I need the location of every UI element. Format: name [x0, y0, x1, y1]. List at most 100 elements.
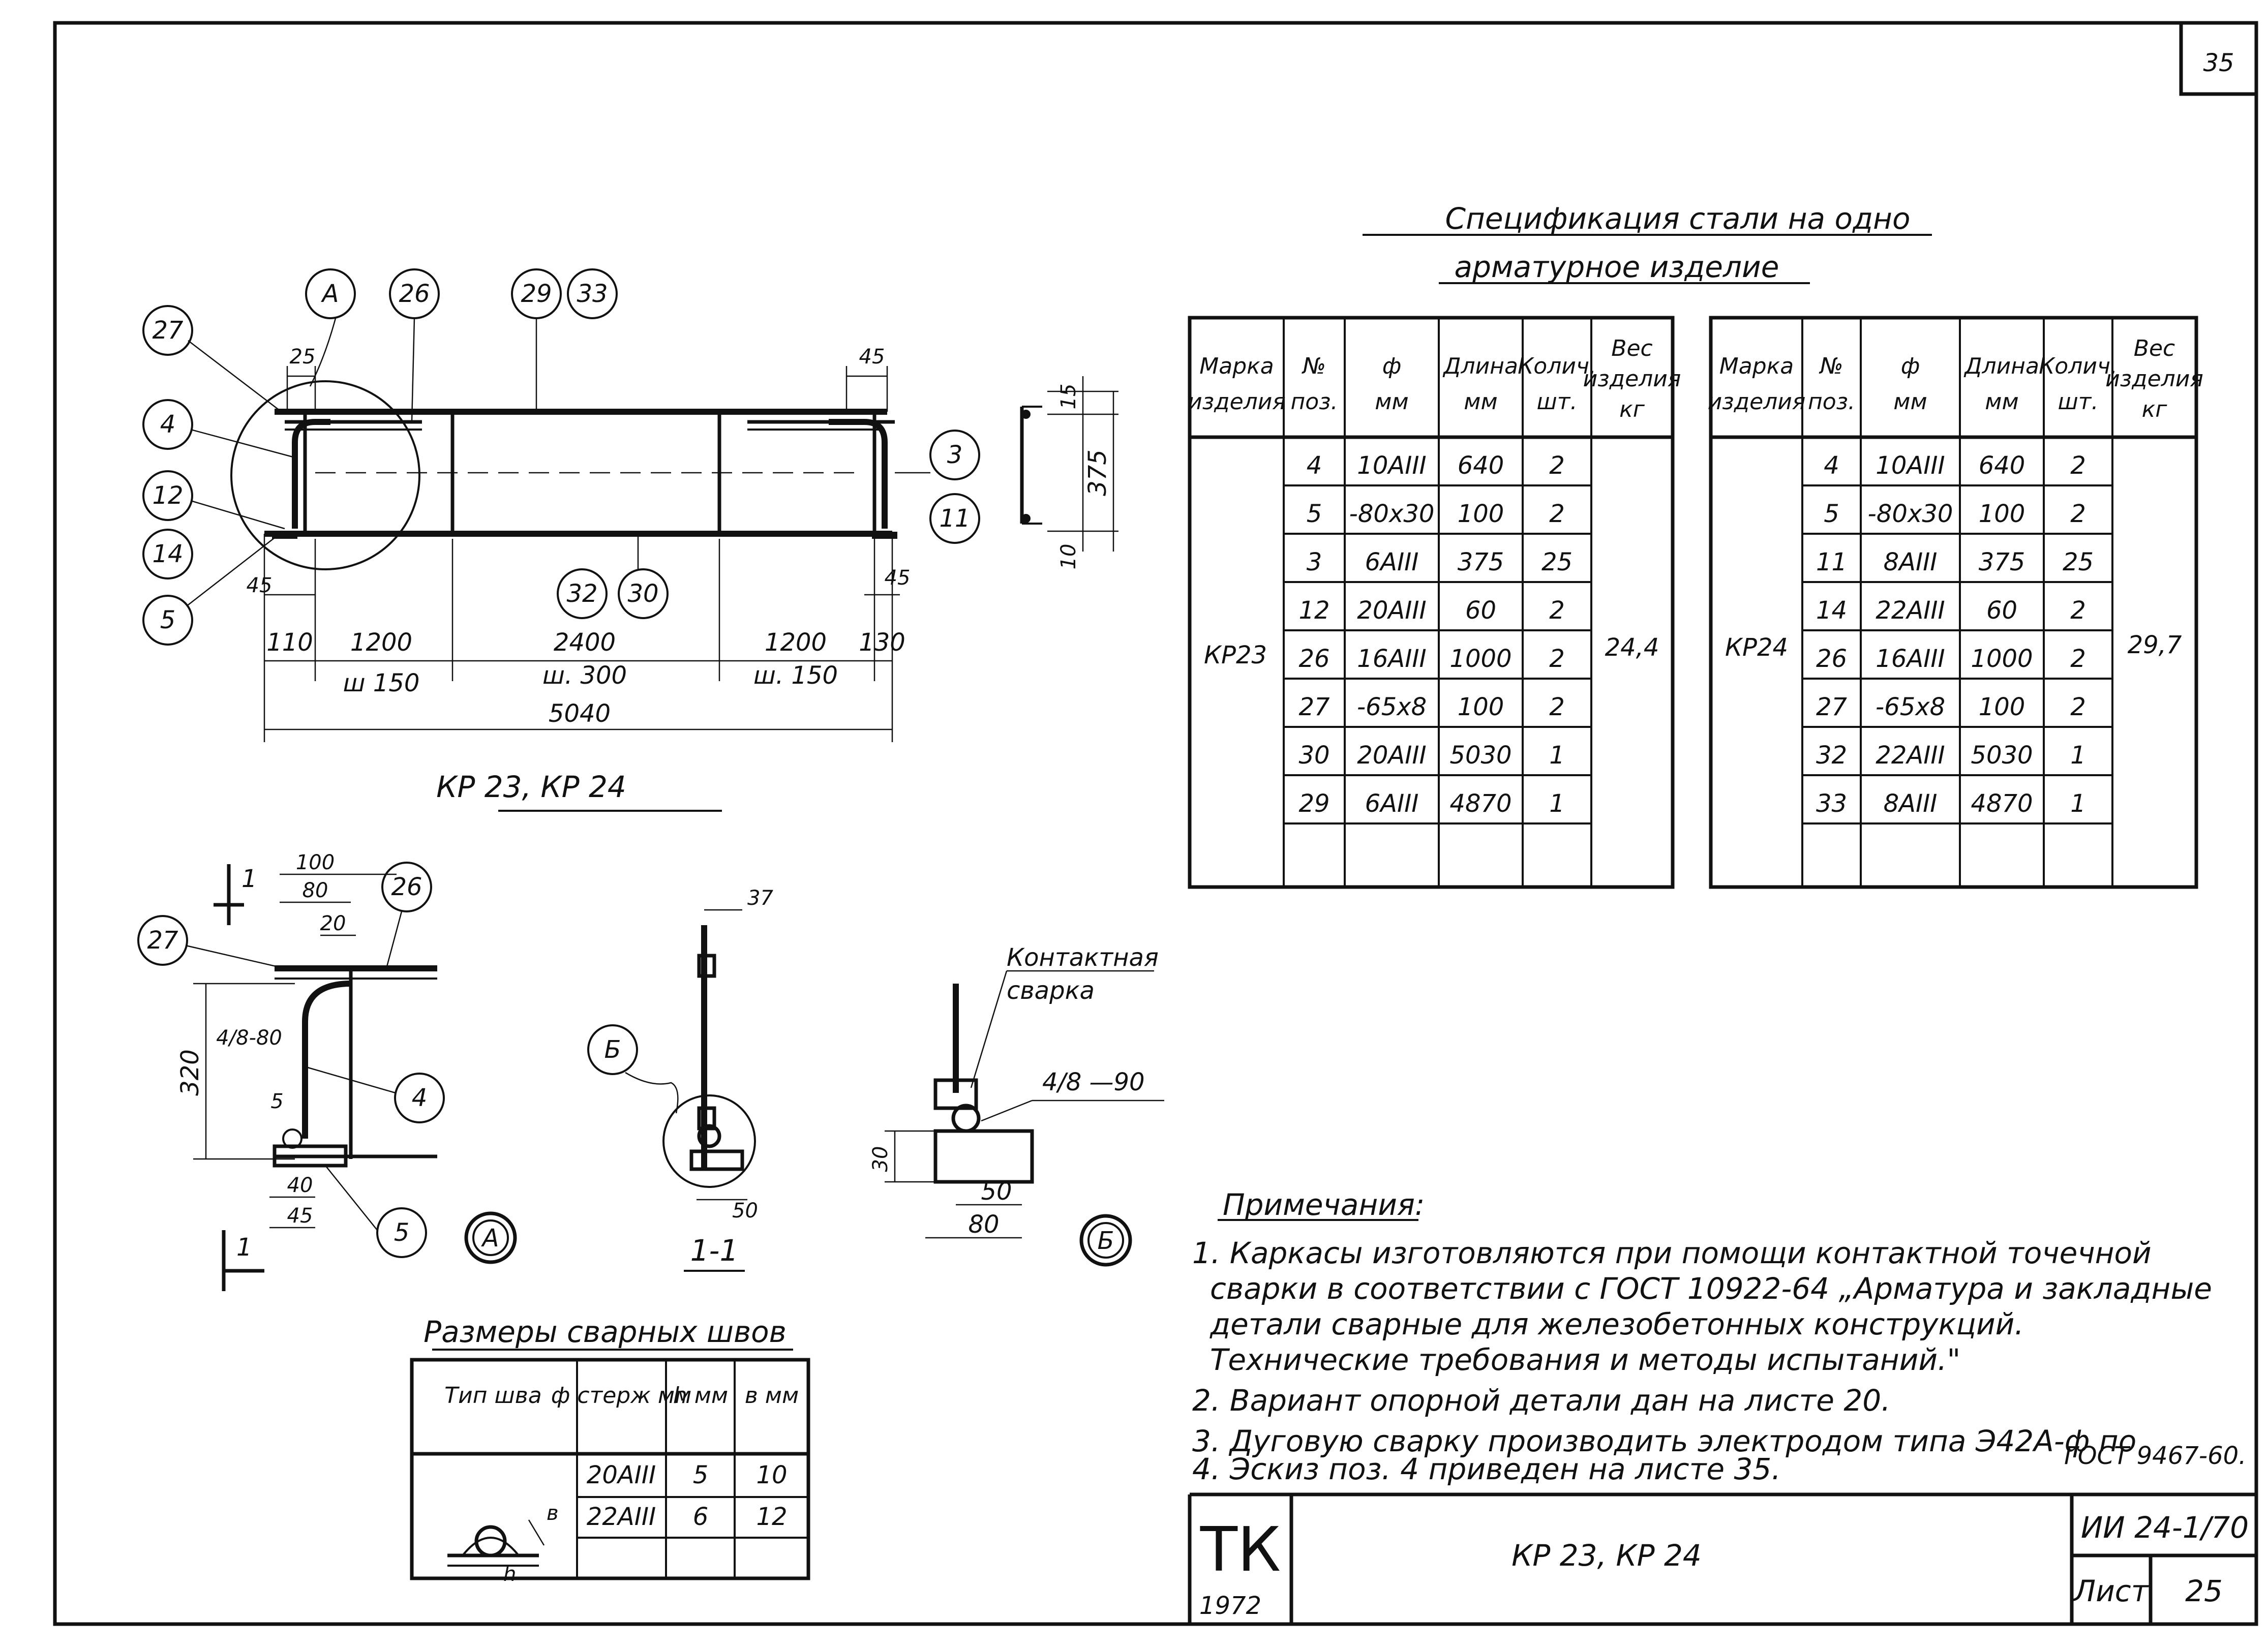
svg-text:27: 27	[152, 316, 184, 345]
spec-cell-qty: 1	[1549, 741, 1565, 770]
note-line-5: 2. Вариант опорной детали дан на листе 2…	[1192, 1383, 1891, 1418]
main-view-title: КР 23, КР 24	[436, 770, 626, 804]
spec-header: изделия	[1188, 389, 1286, 415]
spec-left-mark: КР23	[1204, 641, 1267, 669]
svg-text:45: 45	[287, 1204, 313, 1228]
spec-cell-pos: 26	[1298, 645, 1329, 673]
spec-header: изделия	[1708, 389, 1806, 415]
spec-cell-qty: 2	[2070, 645, 2086, 673]
svg-text:26: 26	[399, 280, 430, 308]
spec-cell-pos: 14	[1816, 596, 1847, 625]
svg-text:37: 37	[747, 887, 773, 910]
spec-cell-dia: 8АIII	[1884, 789, 1938, 818]
spec-cell-qty: 2	[1549, 451, 1565, 480]
detail-a-callout-4: 4	[412, 1084, 428, 1112]
svg-text:11: 11	[939, 504, 970, 533]
svg-text:15: 15	[1057, 384, 1080, 410]
main-view: 27 А 26 29 33 4 12	[142, 268, 1118, 812]
spec-cell-qty: 2	[1549, 500, 1565, 528]
detail-a-circle	[230, 380, 420, 570]
spec-header: Вес	[2134, 335, 2175, 361]
svg-text:40: 40	[287, 1174, 313, 1197]
spec-cell-qty: 1	[2070, 741, 2086, 770]
svg-text:4: 4	[160, 410, 176, 439]
spec-cell-len: 5030	[1971, 741, 2033, 770]
spec-header: №	[1301, 353, 1326, 379]
callout-32: 32	[557, 568, 608, 619]
main-dims-bottom: 45 45 110 1200 ш 150 2400 ш. 300 1200 ш.…	[247, 534, 911, 742]
svg-text:1200: 1200	[765, 628, 827, 657]
spec-title-line2: арматурное изделие	[1455, 250, 1779, 284]
weld-header-dia: ф стерж мм	[551, 1383, 691, 1409]
spec-header: шт.	[2058, 389, 2099, 415]
svg-text:А: А	[321, 280, 339, 308]
title-block-sheet-label: Лист	[2073, 1574, 2150, 1608]
spec-cell-len: 375	[1979, 548, 2025, 576]
spec-header: кг	[2142, 396, 2168, 422]
spec-cell-qty: 2	[1549, 693, 1565, 721]
title-block-sheet-no: 25	[2185, 1574, 2223, 1608]
spec-right-weight: 29,7	[2128, 631, 2182, 659]
svg-text:320: 320	[176, 1049, 204, 1096]
spec-header: Марка	[1199, 353, 1274, 379]
detail-a-callout-26: 26	[391, 873, 422, 901]
spec-header: кг	[1619, 396, 1645, 422]
spec-cell-len: 60	[1986, 596, 2017, 625]
detail-b-label: Б	[1098, 1227, 1114, 1255]
spec-section: Спецификация стали на одно арматурное из…	[1363, 201, 1932, 284]
spec-cell-dia: 8АIII	[1884, 548, 1938, 576]
spec-table-right: Маркаизделия№поз.фммДлинаммКолич.шт.Веси…	[1708, 316, 2203, 889]
svg-text:80: 80	[303, 879, 328, 902]
spec-cell-pos: 3	[1307, 548, 1322, 576]
spec-header: мм	[1464, 389, 1497, 415]
spec-cell-dia: 6АIII	[1365, 789, 1419, 818]
callout-3: 3	[895, 430, 980, 480]
callout-26: 26	[389, 268, 440, 422]
svg-text:45: 45	[885, 566, 911, 590]
sheet-frame	[53, 21, 2258, 1626]
detail-a-label: А	[481, 1224, 499, 1253]
stamp-tk: ТК	[1200, 1515, 1281, 1585]
svg-text:5040: 5040	[549, 699, 611, 728]
spec-header: изделия	[1583, 366, 1681, 392]
svg-text:3: 3	[947, 441, 963, 469]
svg-text:20: 20	[320, 912, 346, 935]
spec-cell-dia: 22АIII	[1876, 741, 1945, 770]
callout-4: 4	[142, 399, 295, 459]
detail-a: 100 80 20 320 4/8-80 5 40 45 1 1 27 26 4…	[137, 851, 517, 1291]
callout-33: 33	[535, 268, 618, 412]
svg-text:100: 100	[296, 851, 335, 874]
note-line-6: 3. Дуговую сварку производить электродом…	[1192, 1424, 2136, 1458]
callout-30: 30	[618, 534, 669, 619]
spec-header: Длина	[1442, 353, 1518, 379]
spec-header: ф	[1901, 353, 1920, 379]
spec-header: Колич.	[2039, 353, 2118, 379]
spec-cell-len: 4870	[1971, 789, 2033, 818]
end-plate-right	[872, 532, 897, 539]
spec-cell-len: 100	[1458, 500, 1504, 528]
spec-cell-dia: -65х8	[1357, 693, 1427, 721]
svg-text:4/8-80: 4/8-80	[216, 1026, 282, 1050]
spec-header: мм	[1985, 389, 2018, 415]
spec-left-outline	[1188, 316, 1675, 889]
bent-bar-left	[292, 419, 330, 529]
spec-header: Вес	[1611, 335, 1652, 361]
svg-text:5: 5	[270, 1090, 283, 1113]
spec-cell-len: 100	[1458, 693, 1504, 721]
spec-cell-len: 100	[1979, 500, 2025, 528]
spec-cell-pos: 5	[1824, 500, 1839, 528]
note-line-1: 1. Каркасы изготовляются при помощи конт…	[1192, 1236, 2152, 1270]
spec-cell-dia: 22АIII	[1876, 596, 1945, 625]
svg-text:80: 80	[968, 1210, 999, 1239]
detail-b-note2: сварка	[1007, 976, 1095, 1005]
spec-cell-len: 1000	[1449, 645, 1511, 673]
note-line-2: сварки в соответствии с ГОСТ 10922-64 „А…	[1210, 1271, 2212, 1306]
weld-cell: 6	[693, 1503, 709, 1531]
spec-cell-qty: 2	[1549, 645, 1565, 673]
callout-12: 12	[142, 470, 285, 530]
spec-cell-pos: 4	[1824, 451, 1839, 480]
detail-a-callout-5: 5	[394, 1218, 410, 1247]
svg-text:в: в	[547, 1502, 559, 1525]
spec-cell-pos: 4	[1307, 451, 1322, 480]
spec-cell-pos: 30	[1298, 741, 1329, 770]
